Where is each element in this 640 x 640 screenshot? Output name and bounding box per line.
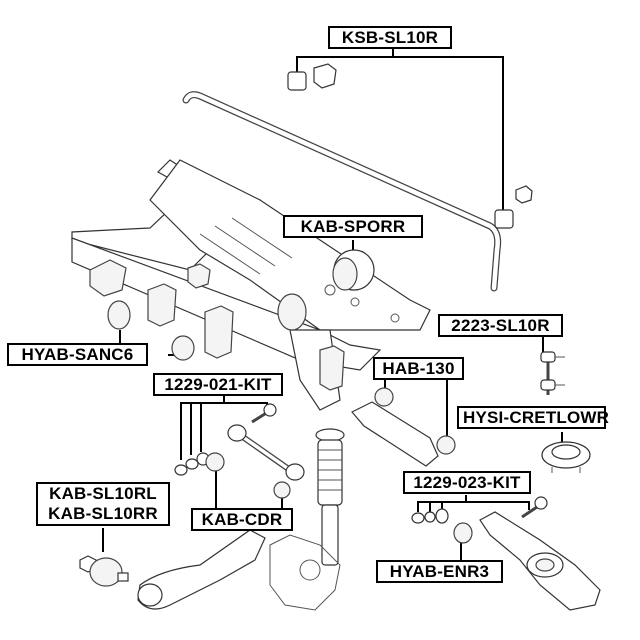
trailing-arm	[137, 529, 266, 610]
stabilizer-link	[540, 351, 565, 395]
part-number: HYAB-SANC6	[21, 345, 134, 364]
part-number: 1229-023-KIT	[413, 473, 521, 492]
part-label-kab-sporr: KAB-SPORR	[283, 215, 423, 238]
leader-lines	[102, 47, 563, 565]
part-number: 1229-021-KIT	[164, 375, 272, 394]
spring-seat	[541, 441, 591, 473]
upper-arm	[351, 387, 456, 467]
stabilizer-bar	[182, 91, 502, 292]
stabilizer-bushing-right	[494, 209, 514, 229]
part-number-left: KAB-SL10RL	[49, 484, 157, 503]
lateral-link	[205, 424, 305, 499]
subframe-bushing-rear	[171, 335, 195, 361]
part-number: HYSI-CRETLOWR	[463, 408, 610, 427]
arm-bushing-left	[374, 387, 394, 407]
part-number: KSB-SL10R	[341, 28, 439, 47]
subframe-bushing-front	[107, 300, 131, 330]
part-number: KAB-SPORR	[300, 217, 406, 236]
part-label-2223-sl10r: 2223-SL10R	[438, 314, 563, 337]
kit021-hardware	[174, 403, 277, 476]
part-label-1229-021-kit: 1229-021-KIT	[153, 373, 283, 396]
lower-arm	[479, 511, 601, 611]
trailing-arm-bushing	[79, 555, 129, 587]
stabilizer-bushing-left	[287, 71, 307, 91]
leader-ksb-left	[296, 47, 394, 72]
part-number: HAB-130	[382, 359, 455, 378]
leader-kit023	[417, 495, 530, 512]
stabilizer-clamp-left	[313, 63, 337, 89]
part-number-right: KAB-SL10RR	[48, 504, 158, 523]
part-number: HYAB-ENR3	[389, 562, 490, 581]
part-label-1229-023-kit: 1229-023-KIT	[403, 471, 531, 494]
part-label-hyab-enr3: HYAB-ENR3	[376, 560, 503, 583]
lower-arm-bushing	[453, 522, 473, 544]
kit023-hardware	[411, 496, 548, 524]
part-label-hysi-cretlowr: HYSI-CRETLOWR	[457, 406, 610, 429]
knuckle	[269, 534, 341, 611]
part-label-hyab-sanc6: HYAB-SANC6	[7, 343, 148, 366]
part-label-ksb-sl10r: KSB-SL10R	[328, 26, 452, 49]
leader-ksb-right	[393, 56, 504, 210]
shock-absorber	[315, 428, 345, 566]
arm-bushing-right	[436, 435, 456, 455]
stabilizer-clamp-right	[515, 185, 533, 204]
subframe-bushing-center	[332, 249, 375, 291]
leader-kab-cdr	[215, 470, 283, 510]
part-label-hab-130: HAB-130	[373, 357, 464, 380]
leader-kit021	[180, 393, 268, 460]
part-number: 2223-SL10R	[451, 316, 550, 335]
part-number: KAB-CDR	[201, 510, 283, 529]
part-label-kab-cdr: KAB-CDR	[191, 508, 293, 531]
